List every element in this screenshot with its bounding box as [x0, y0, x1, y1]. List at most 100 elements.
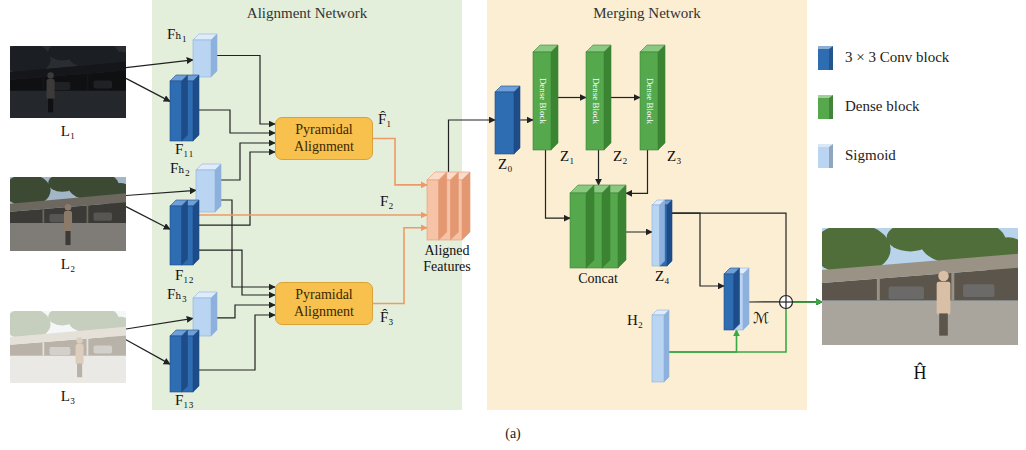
photo-car: [963, 284, 994, 297]
block-side: [514, 86, 520, 154]
feature-label: Z₀: [498, 156, 512, 173]
connector: [626, 231, 652, 232]
legend-swatch: [818, 46, 833, 70]
block-front: [170, 336, 182, 392]
feature-label: ℳ: [753, 310, 769, 327]
feature-block: F₁₃: [170, 330, 199, 392]
block-top: [652, 310, 669, 315]
block-top: [586, 45, 611, 52]
photo-illustration: [10, 311, 126, 383]
feature-label: Z₂: [613, 148, 627, 165]
photo-shape: [10, 356, 126, 383]
feature-label: F₁₃: [175, 392, 194, 409]
image-label: Ĥ: [822, 363, 1018, 384]
block-side: [182, 200, 188, 265]
block-side: [439, 172, 447, 240]
block-front: [570, 193, 586, 268]
feature-block: Fₕ₁: [193, 34, 217, 77]
block-side: [602, 185, 610, 268]
image-panel: L₃: [10, 311, 126, 383]
photo-illustration: [10, 177, 126, 251]
alignment-module: Pyramidal Alignment: [275, 117, 373, 160]
block-shape: [170, 75, 199, 141]
network-panel: Merging NetworkZ₀ Dense BlockZ₁ Dense Bloc…: [487, 0, 807, 410]
photo-person: [65, 204, 72, 211]
photo-person: [77, 364, 82, 378]
feature-label: Z₄: [655, 268, 669, 285]
feature-label: F₁₂: [175, 267, 194, 284]
edge-label: F̂₁: [376, 111, 394, 128]
photo-tree: [48, 311, 76, 325]
block-side: [743, 268, 749, 330]
photo-shape: [10, 327, 126, 345]
block-side: [211, 34, 217, 77]
block-top: [170, 200, 188, 206]
block-top: [193, 292, 217, 298]
panel-title: Merging Network: [487, 5, 807, 22]
block-top: [170, 75, 188, 81]
block-front: [193, 40, 211, 77]
legend-row: Sigmoid: [818, 144, 1008, 170]
block-shape: [193, 34, 217, 77]
feature-label: Fₕ₃: [167, 286, 187, 303]
block-top: [724, 268, 740, 274]
connector: [598, 150, 599, 185]
feature-block: ℳ: [724, 268, 749, 330]
block-side: [658, 45, 665, 150]
legend-swatch: [818, 95, 833, 119]
legend-swatch: [818, 144, 833, 168]
block-shape: [652, 200, 672, 266]
block-front: [170, 206, 182, 265]
photo-post: [87, 339, 89, 356]
block-front: [652, 205, 660, 266]
photo-car: [94, 81, 113, 89]
photo-shape: [10, 91, 126, 118]
connector: [611, 97, 640, 98]
image-panel: L₂: [10, 177, 126, 251]
feature-block: Z₀: [495, 86, 520, 154]
legend-text: Sigmoid: [845, 147, 896, 164]
block-side: [193, 330, 199, 392]
photo-post: [87, 74, 89, 91]
block-side: [660, 200, 665, 266]
feature-block: F₁₂: [170, 200, 199, 265]
photo-person: [47, 72, 53, 78]
module-label: Pyramidal Alignment: [280, 122, 368, 154]
block-shape: [170, 200, 199, 265]
block-front: [170, 81, 182, 141]
block-side: [215, 164, 221, 212]
block-front: [724, 274, 734, 330]
feature-label: H₂: [627, 312, 643, 329]
feature-label: Aligned Features: [411, 243, 483, 275]
photo-person: [76, 344, 84, 364]
block-top: [170, 330, 188, 336]
photo-post: [951, 273, 954, 301]
module-label: Pyramidal Alignment: [280, 287, 368, 319]
sum-plus: [785, 296, 786, 308]
connector: [558, 97, 586, 98]
photo-illustration: [822, 228, 1018, 345]
photo-person: [76, 337, 82, 343]
block-side: [462, 172, 470, 240]
photo-illustration: [10, 46, 126, 118]
block-shape: [170, 330, 199, 392]
connector: [520, 119, 533, 120]
alignment-module: Pyramidal Alignment: [275, 282, 373, 325]
photo-tree: [887, 228, 934, 251]
image-panel: Ĥ: [822, 228, 1018, 345]
feature-label: Concat: [570, 271, 626, 287]
block-label: Dense Block: [591, 78, 600, 124]
block-top: [193, 34, 217, 40]
block-front: [640, 52, 658, 150]
block-top: [640, 45, 665, 52]
block-front: [533, 52, 551, 150]
dense-block: Dense BlockZ₁: [533, 45, 558, 150]
feature-block: Fₕ₃: [193, 292, 217, 336]
block-top: [495, 86, 520, 92]
block-side: [551, 45, 558, 150]
block-front: [652, 315, 664, 382]
block-top: [196, 164, 221, 170]
photo-post: [877, 279, 880, 301]
block-front: [427, 180, 439, 240]
